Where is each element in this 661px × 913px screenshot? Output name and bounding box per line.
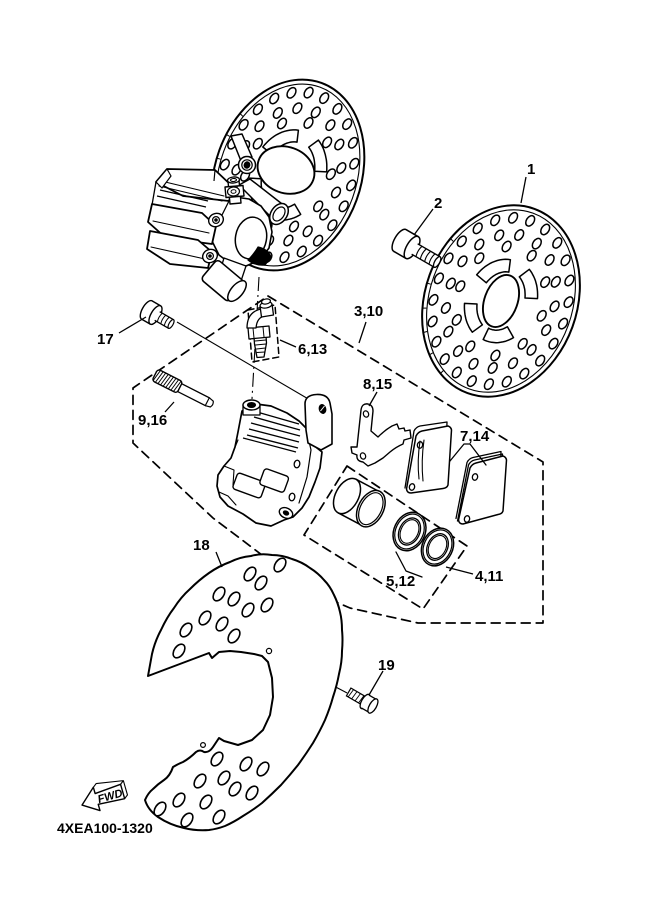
svg-text:18: 18 bbox=[193, 537, 210, 554]
svg-text:6,13: 6,13 bbox=[298, 341, 327, 358]
svg-text:3,10: 3,10 bbox=[354, 303, 383, 320]
svg-text:17: 17 bbox=[97, 331, 114, 348]
svg-text:9,16: 9,16 bbox=[138, 412, 167, 429]
svg-text:19: 19 bbox=[378, 657, 395, 674]
svg-text:2: 2 bbox=[434, 195, 442, 212]
svg-text:4,11: 4,11 bbox=[475, 568, 503, 585]
svg-text:5,12: 5,12 bbox=[386, 573, 415, 590]
svg-text:8,15: 8,15 bbox=[363, 376, 392, 393]
svg-text:4XEA100-1320: 4XEA100-1320 bbox=[57, 820, 153, 836]
svg-text:7,14: 7,14 bbox=[460, 428, 490, 445]
svg-text:1: 1 bbox=[527, 161, 535, 178]
